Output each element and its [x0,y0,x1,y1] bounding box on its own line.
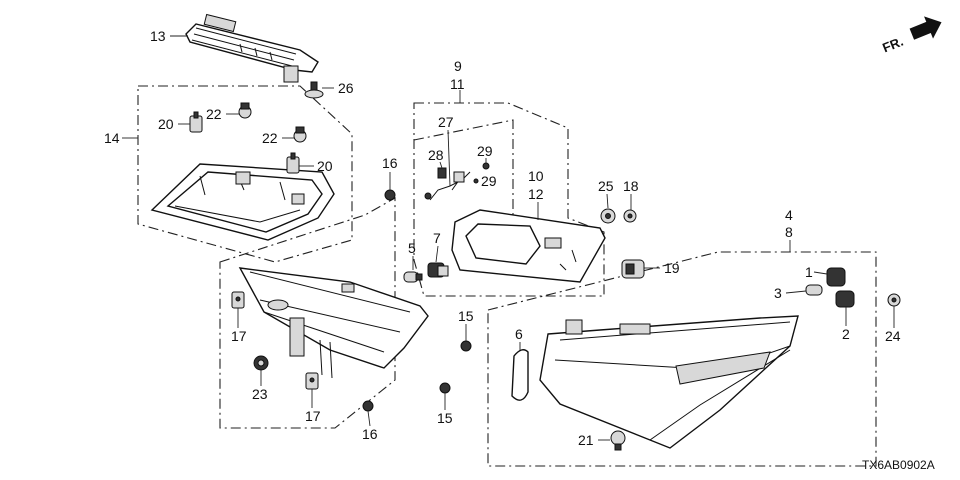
callout-20-b: 20 [317,158,333,174]
leader-16l [367,410,371,427]
leader-3 [785,290,807,294]
callout-10: 10 [528,168,544,184]
part-10-12-gasket [451,209,606,283]
callout-29-b: 29 [481,173,497,189]
part-2-socket [835,290,855,308]
callout-13: 13 [150,28,166,44]
part-25-grommet [600,208,616,224]
callout-5: 5 [408,240,416,256]
part-24-clip [887,293,901,307]
group-boundary-4-8 [487,251,877,467]
part-27-wire-harness [424,162,490,201]
leader-7 [435,245,439,263]
callout-11: 11 [450,76,465,92]
part-26-screw [304,81,324,99]
part-15-nut-lower [439,382,451,394]
part-inner-taillight-assembly [238,267,429,379]
callout-20-a: 20 [158,116,174,132]
group-boundary-16 [219,197,396,429]
callout-15-a: 15 [458,308,474,324]
group-boundary-14 [137,85,353,263]
callout-28: 28 [428,147,444,163]
part-22-grommet-a [238,102,252,119]
leader-28 [439,161,443,169]
part-5-bulb [403,271,423,283]
leader-27 [447,129,451,187]
callout-22-a: 22 [206,106,222,122]
diagram-code: TX6AB0902A [862,458,935,472]
part-3-bulb [805,284,823,296]
group-boundary-9-11 [413,102,605,297]
part-22-grommet-b [293,126,307,143]
part-16-nut-lower [362,400,374,412]
part-20-clip-b [286,152,300,174]
callout-26: 26 [338,80,354,96]
callout-4: 4 [785,207,793,223]
part-21-clip [610,430,626,451]
callout-21: 21 [578,432,594,448]
part-18-clip [623,209,637,223]
front-label: FR. [880,34,905,56]
leader-1 [813,271,828,275]
callout-19: 19 [664,260,680,276]
part-13-high-mount-light [185,13,319,83]
callout-12: 12 [528,186,544,202]
callout-16-upper: 16 [382,155,398,171]
callout-17-b: 17 [305,408,321,424]
callout-14: 14 [104,130,120,146]
part-19-socket [621,259,645,279]
callout-23: 23 [252,386,268,402]
callout-17-a: 17 [231,328,247,344]
part-4-8-outer-taillight [539,315,799,449]
leader-25 [606,193,609,209]
callout-27: 27 [438,114,454,130]
part-20-clip-a [189,111,203,133]
part-7-socket [427,262,449,278]
callout-2: 2 [842,326,850,342]
callout-29-a: 29 [477,143,493,159]
part-23-nut [253,355,269,371]
callout-18: 18 [623,178,639,194]
callout-6: 6 [515,326,523,342]
part-6-gasket [511,349,529,401]
group-boundary-9-inner [413,119,514,240]
callout-7: 7 [433,230,441,246]
callout-8: 8 [785,224,793,240]
front-arrow-icon [909,16,942,40]
callout-15-b: 15 [437,410,453,426]
callout-1: 1 [805,264,813,280]
front-direction-marker: FR. [880,16,942,56]
callout-25: 25 [598,178,614,194]
part-17-clip-lower [305,372,319,390]
part-1-socket [826,267,846,287]
part-15-nut-upper [460,340,472,352]
callout-9: 9 [454,58,462,74]
callout-24: 24 [885,328,901,344]
callout-3: 3 [774,285,782,301]
callout-22-b: 22 [262,130,278,146]
callout-16-lower: 16 [362,426,378,442]
part-14-garnish-housing [150,163,335,241]
part-16-nut-upper [384,189,396,201]
part-17-clip-upper [231,291,245,309]
